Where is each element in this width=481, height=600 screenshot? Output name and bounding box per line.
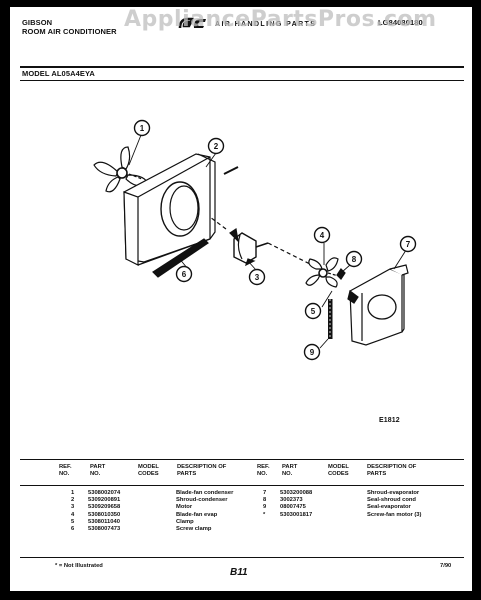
callout-7 — [399, 235, 417, 253]
clamp — [152, 238, 209, 278]
ref-no: 7 — [263, 490, 267, 496]
part-description: Blade-fan condenser — [176, 490, 234, 496]
callout-circles — [133, 119, 417, 361]
ref-no: 5 — [71, 518, 75, 525]
table-header-rule — [20, 485, 464, 486]
footer-rule — [20, 557, 464, 559]
part-description: Motor — [176, 504, 193, 511]
condenser-shroud — [123, 153, 239, 266]
product-name: ROOM AIR CONDITIONER — [22, 27, 117, 36]
ref-no: 9 — [263, 504, 267, 511]
model-label: MODEL AL05A4EYA — [22, 69, 95, 78]
callout-label-6: 6 — [182, 270, 187, 279]
callout-label-3: 3 — [255, 273, 260, 282]
part-no: 5303001817 — [280, 511, 313, 518]
ref-no: 3 — [71, 504, 75, 511]
part-description: Seal-evaporator — [367, 504, 411, 511]
callout-label-7: 7 — [406, 240, 411, 249]
col-ref-header: REF. NO. — [59, 464, 72, 477]
part-no: 5309200891 — [88, 497, 121, 504]
part-description: Clamp — [176, 518, 194, 525]
ref-no: 6 — [71, 526, 75, 532]
part-no: 5308011040 — [88, 518, 120, 525]
logo-icon — [178, 17, 206, 29]
callout-label-9: 9 — [310, 348, 315, 357]
exploded-parts-diagram: 1 2 3 4 5 6 7 8 9 — [93, 119, 417, 361]
divider — [20, 80, 464, 81]
part-no: 3002373 — [280, 497, 303, 504]
callout-label-1: 1 — [140, 124, 145, 133]
callout-6 — [175, 265, 193, 283]
brand-name: GIBSON — [22, 18, 53, 27]
col-desc-header: DESCRIPTION OF PARTS — [367, 464, 417, 477]
part-no: 5303200088 — [280, 490, 313, 496]
part-description: Seal-shroud cond — [367, 497, 416, 504]
footnote: * = Not Illustrated — [55, 563, 103, 569]
part-description: Blade-fan evap — [176, 511, 218, 518]
callout-3 — [248, 268, 266, 286]
callout-2 — [207, 137, 225, 155]
ref-no: 2 — [71, 497, 75, 504]
callout-4 — [313, 226, 331, 244]
page-number: B11 — [230, 567, 248, 578]
section-title: AIR HANDLING PARTS — [215, 21, 317, 28]
brand-logo — [178, 17, 208, 30]
part-description: Screw clamp — [176, 526, 212, 532]
col-desc-header: DESCRIPTION OF PARTS — [177, 464, 227, 477]
part-description: Screw-fan motor (3) — [367, 511, 422, 518]
ref-no: 8 — [263, 497, 267, 504]
callout-8 — [345, 250, 363, 268]
ref-no: 1 — [71, 490, 75, 496]
ref-no: * — [263, 511, 266, 518]
part-description: Shroud-condenser — [176, 497, 228, 504]
parts-sheet: GIBSON ROOM AIR CONDITIONER AIR HANDLING… — [10, 7, 472, 591]
evaporator-seal — [328, 299, 333, 341]
evaporator-shroud — [347, 264, 409, 346]
callout-label-8: 8 — [352, 255, 357, 264]
revision-date: 7/90 — [440, 563, 452, 569]
col-part-header: PART NO. — [282, 464, 298, 477]
table-top-rule — [20, 459, 464, 461]
part-no: 5309209658 — [88, 504, 121, 511]
part-description: Shroud-evaporator — [367, 490, 420, 496]
fan-motor — [209, 216, 321, 270]
part-no: 5308002074 — [88, 490, 121, 496]
sheet-code: LG84080180 — [378, 18, 423, 27]
part-no: 5308010350 — [88, 511, 121, 518]
callout-5 — [304, 302, 322, 320]
ref-no: 4 — [71, 511, 75, 518]
part-no: 08007475 — [280, 504, 306, 511]
callout-9 — [303, 343, 321, 361]
callout-1 — [133, 119, 151, 137]
divider — [20, 66, 464, 68]
callout-label-4: 4 — [320, 231, 325, 240]
callout-label-2: 2 — [214, 142, 219, 151]
col-ref-header: REF. NO. — [257, 464, 270, 477]
col-part-header: PART NO. — [90, 464, 106, 477]
figure-code: E1812 — [379, 417, 400, 424]
callout-label-5: 5 — [311, 307, 316, 316]
col-model-header: MODEL CODES — [138, 464, 159, 477]
watermark: AppliancePartsPros.com — [124, 7, 437, 32]
part-no: 5308007473 — [88, 526, 121, 532]
col-model-header: MODEL CODES — [328, 464, 349, 477]
